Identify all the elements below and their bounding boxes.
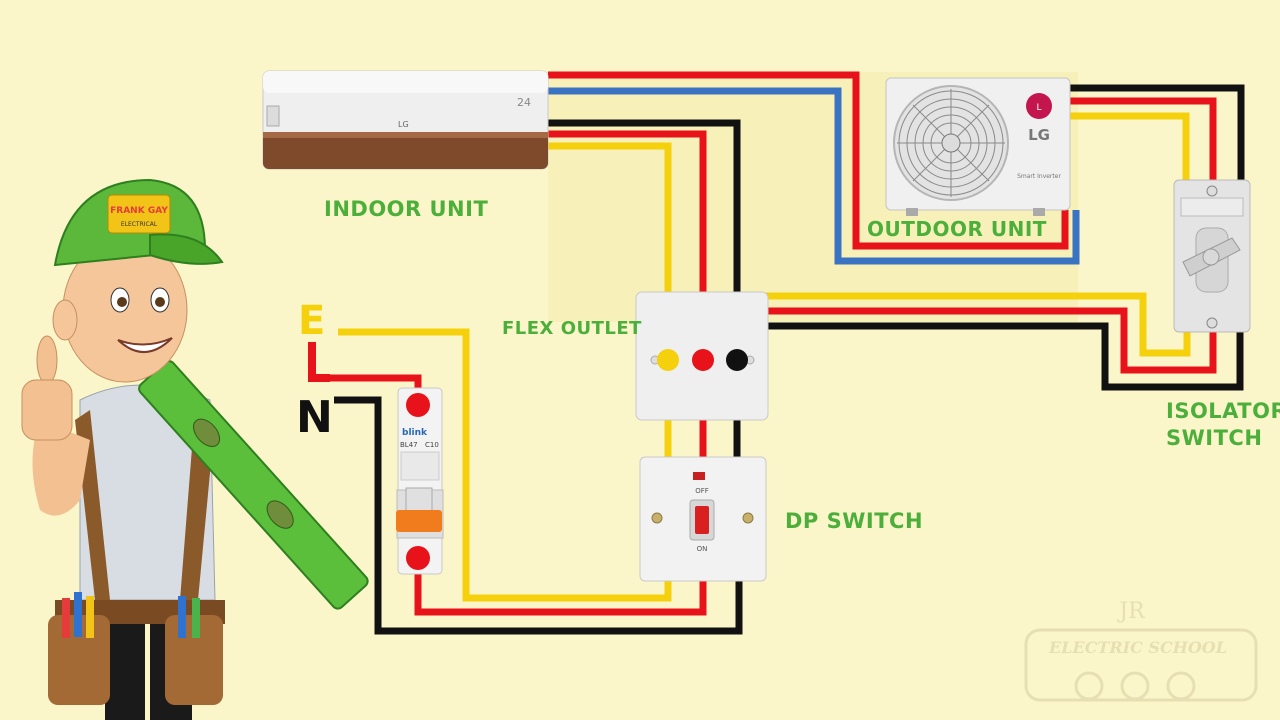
mcb-model: BL47 [400, 441, 418, 449]
wire-indoor-outdoor-red [548, 71, 1069, 250]
wire-neutral [334, 396, 743, 635]
mcb-lever [396, 510, 442, 532]
outdoor-unit-label: OUTDOOR UNIT [867, 217, 1047, 241]
dp-indicator [693, 472, 705, 480]
watermark-text: ELECTRIC SCHOOL [1048, 638, 1227, 657]
flex-outlet-label: FLEX OUTLET [502, 318, 642, 339]
indoor-brand: LG [398, 120, 409, 129]
outdoor-brand: LG [1028, 126, 1050, 144]
wire-indoor-flex-yellow [548, 142, 672, 360]
wire-indoor-flex-red [548, 130, 707, 360]
isolator-label-line1: ISOLATOR [1166, 399, 1280, 423]
wire-live-out [414, 560, 707, 616]
neutral-label: N [296, 392, 333, 443]
mcb-terminal-bottom [406, 546, 430, 570]
wire-indoor-flex-black [548, 119, 741, 360]
dp-off-label: OFF [695, 487, 709, 495]
circuit-breaker: blink BL47 C10 [396, 387, 444, 575]
indoor-unit: 24 LG [262, 70, 549, 170]
indoor-display: 24 [517, 96, 531, 109]
dp-switch: OFF ON [639, 456, 767, 582]
wires [330, 71, 1245, 635]
electrician-mascot: FRANK GAY ELECTRICAL [21, 178, 369, 720]
dp-on-label: ON [697, 545, 708, 553]
wire-outdoor-iso-black [1068, 84, 1245, 183]
dp-rocker [695, 506, 709, 534]
outdoor-subtitle: Smart Inverter [1017, 173, 1061, 180]
wire-outdoor-iso-yellow [1068, 112, 1190, 183]
earth-label: E [298, 298, 325, 344]
mascot-cap-sub: ELECTRICAL [121, 221, 158, 228]
flex-outlet [635, 291, 769, 421]
mascot-cap-text: FRANK GAY [110, 206, 168, 216]
wire-flex-iso-red [703, 307, 1217, 374]
watermark: JR ELECTRIC SCHOOL [1024, 599, 1258, 702]
wire-indoor-outdoor-blue [548, 87, 1080, 265]
isolator-switch [1173, 179, 1251, 333]
live-label-glyph [308, 342, 330, 382]
mcb-terminal-top [406, 393, 430, 417]
wire-outdoor-iso-red [1068, 97, 1217, 183]
terminal-earth [657, 349, 679, 371]
outdoor-unit: L LG Smart Inverter [885, 77, 1071, 216]
mcb-brand: blink [402, 428, 428, 438]
wire-flex-iso-yellow [668, 292, 1191, 357]
wire-flex-iso-black [737, 322, 1244, 391]
wire-earth [338, 328, 672, 602]
dp-switch-label: DP SWITCH [785, 509, 924, 533]
svg-text:L: L [1036, 103, 1041, 113]
terminal-live [692, 349, 714, 371]
isolator-label-line2: SWITCH [1166, 426, 1263, 450]
watermark-initials: JR [1117, 599, 1146, 624]
indoor-unit-label: INDOOR UNIT [324, 197, 489, 221]
lg-logo-icon [1026, 93, 1052, 119]
terminal-neutral [726, 349, 748, 371]
mcb-rating: C10 [425, 441, 439, 449]
